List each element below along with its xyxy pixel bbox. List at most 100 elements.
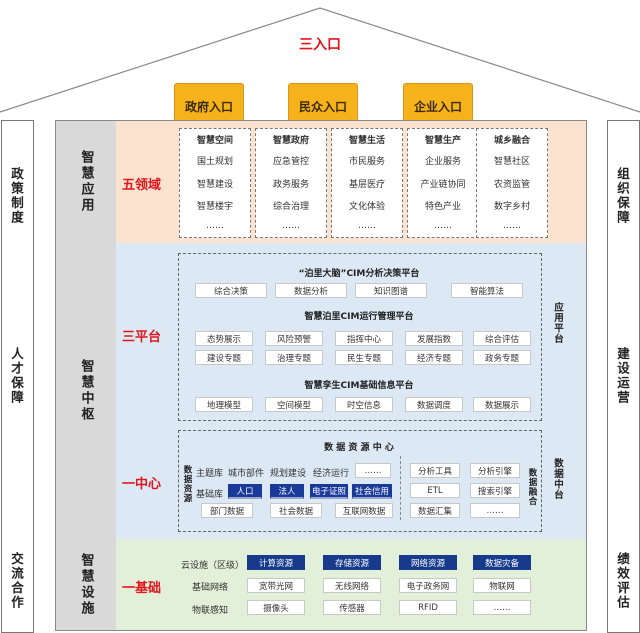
platform-item: 风险预警: [265, 331, 323, 346]
sensing-item: 摄像头: [247, 600, 305, 615]
cloud-item: 计算资源: [247, 555, 305, 570]
domain-column: 智慧政府 应急管控 政务服务 综合治理 ……: [255, 128, 327, 238]
domain-head: 智慧生产: [424, 136, 461, 146]
sensing-item: 传感器: [323, 600, 381, 615]
domain-head: 智慧空间: [196, 136, 233, 146]
row-label-hub: 智慧中枢: [56, 243, 117, 539]
platform-operation-title: 智慧泊里CIM运行管理平台: [304, 312, 414, 322]
domain-item: 产业链协同: [420, 180, 466, 190]
cloud-item: 数据灾备: [473, 555, 531, 570]
domain-item: 智慧建设: [196, 180, 233, 190]
domain-item: 特色产业: [424, 202, 461, 212]
cloud-item: 网络资源: [399, 555, 457, 570]
platform-item: 知识图谱: [355, 283, 427, 298]
one-center-label: 一中心: [122, 477, 162, 492]
sensing-item: ……: [473, 600, 531, 615]
data-item: 互联网数据: [335, 503, 393, 518]
divider: [400, 456, 401, 520]
domain-item: 国土规划: [196, 157, 233, 167]
platform-item: 空间模型: [265, 397, 323, 412]
fusion-item: 数据汇集: [410, 503, 460, 518]
domain-item: 政务服务: [272, 180, 309, 190]
domain-item: 企业服务: [424, 157, 461, 167]
platform-analysis-title: “泊里大脑”CIM分析决策平台: [298, 269, 420, 279]
fusion-item: 分析引擎: [470, 463, 520, 478]
network-item: 电子政务网: [399, 578, 457, 593]
data-item: ……: [355, 463, 391, 478]
platform-item: 综合评估: [473, 331, 531, 346]
pillar-policy: 政策制度: [9, 167, 24, 225]
base-db-item: 电子证照: [310, 484, 348, 499]
government-entry: 政府入口: [174, 83, 244, 122]
domain-item: 数字乡村: [493, 202, 530, 212]
domain-item: 文化体验: [348, 202, 385, 212]
roof-outline: [0, 7, 640, 113]
platform-item: 数据展示: [473, 397, 531, 412]
base-db-item: 法人: [270, 484, 304, 499]
main-frame: [55, 120, 587, 631]
platform-item: 经济专题: [405, 350, 463, 365]
theme-db-label: 主题库: [196, 469, 224, 479]
platform-item: 智能算法: [451, 283, 523, 298]
data-item: 社会数据: [270, 503, 322, 518]
domain-item: 基层医疗: [348, 180, 385, 190]
enterprise-entry: 企业入口: [403, 83, 473, 122]
data-hub-label: 数据中台: [552, 458, 563, 500]
platform-item: 政务专题: [473, 350, 531, 365]
domain-item: ……: [358, 221, 376, 231]
domain-head: 城乡融合: [493, 136, 530, 146]
platform-item: 态势展示: [195, 331, 253, 346]
platform-item: 数据分析: [275, 283, 347, 298]
data-item: 经济运行: [313, 469, 350, 479]
domain-head: 智慧政府: [272, 136, 309, 146]
domain-item: ……: [282, 221, 300, 231]
data-center-title: 数 据 资 源 中 心: [324, 443, 394, 453]
cloud-label: 云设施（区级）: [181, 561, 245, 571]
platform-item: 民生专题: [335, 350, 393, 365]
domain-item: ……: [434, 221, 452, 231]
domain-item: 农资监管: [493, 180, 530, 190]
sensing-label: 物联感知: [192, 606, 229, 616]
app-platform-label: 应用平台: [552, 302, 563, 344]
pillar-organization: 组织保障: [615, 167, 630, 225]
domain-item: 综合治理: [272, 202, 309, 212]
row-label-infra: 智慧设施: [56, 539, 117, 630]
platform-item: 指挥中心: [335, 331, 393, 346]
base-db-item: 社会信用: [352, 484, 392, 499]
domain-head: 智慧生活: [348, 136, 385, 146]
domain-column: 智慧生活 市民服务 基层医疗 文化体验 ……: [331, 128, 403, 238]
data-fusion-label: 数据融合: [527, 468, 537, 506]
platform-item: 时空信息: [335, 397, 393, 412]
left-pillar: 政策制度 人才保障 交流合作: [1, 120, 34, 633]
domain-item: 市民服务: [348, 157, 385, 167]
citizen-entry: 民众入口: [288, 83, 358, 122]
platform-item: 发展指数: [405, 331, 463, 346]
domain-item: 智慧楼宇: [196, 202, 233, 212]
data-item: 城市部件: [228, 469, 265, 479]
cloud-item: 存储资源: [323, 555, 381, 570]
data-item: 规划建设: [270, 469, 307, 479]
domain-item: ……: [206, 221, 224, 231]
base-db-label: 基础库: [196, 490, 224, 500]
data-item: 部门数据: [201, 503, 253, 518]
fusion-item: 搜索引擎: [470, 483, 520, 498]
platforms-box: [178, 253, 542, 421]
domain-item: ……: [503, 221, 521, 231]
platform-item: 地理模型: [195, 397, 253, 412]
base-db-item: 人口: [228, 484, 262, 499]
platform-item: 数据调度: [405, 397, 463, 412]
platform-item: 建设专题: [195, 350, 253, 365]
right-pillar: 组织保障 建设运营 绩效评估: [607, 120, 640, 633]
pillar-performance: 绩效评估: [615, 552, 630, 610]
domain-item: 智慧社区: [493, 157, 530, 167]
pillar-talent: 人才保障: [9, 347, 24, 405]
sensing-item: RFID: [399, 600, 457, 615]
network-item: 物联网: [473, 578, 531, 593]
platform-item: 治理专题: [265, 350, 323, 365]
diagram-title: 三入口: [299, 37, 341, 53]
network-item: 无线网络: [323, 578, 381, 593]
pillar-exchange: 交流合作: [9, 552, 24, 610]
fusion-item: ETL: [410, 483, 460, 498]
fusion-item: ……: [470, 503, 520, 518]
row-label-app: 智慧应用: [56, 121, 117, 243]
